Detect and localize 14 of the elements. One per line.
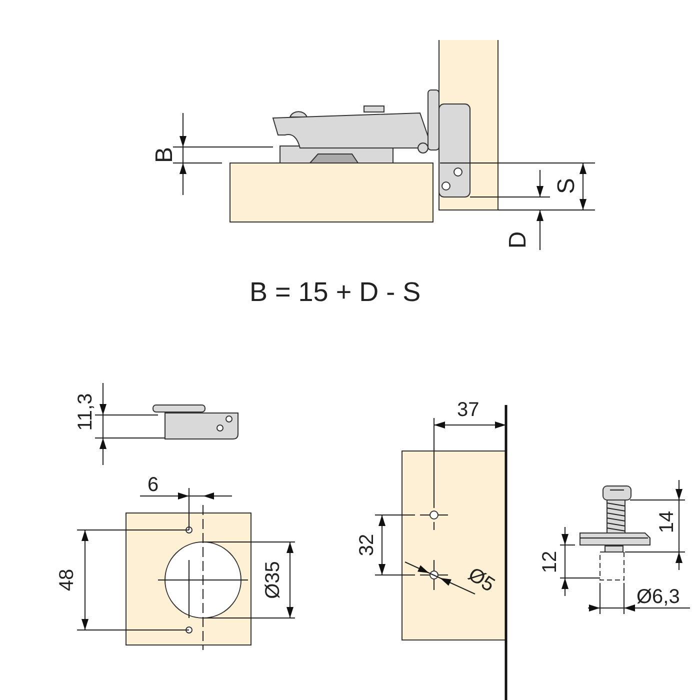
dimension-label: 12 — [540, 550, 560, 574]
dimension-label: 32 — [357, 534, 378, 556]
dimension-label: 11,3 — [75, 393, 96, 431]
dimension-label: 6 — [148, 475, 159, 495]
dimension-label: 37 — [457, 400, 480, 420]
dimension-label: Ø35 — [262, 561, 283, 599]
dimension-label: Ø5 — [464, 564, 498, 596]
dimension-label: Ø6,3 — [636, 587, 680, 607]
dimension-label: 48 — [57, 568, 78, 592]
dimension-label: D — [506, 231, 530, 249]
dimension-label: B — [153, 147, 177, 163]
dimension-label: S — [555, 178, 579, 194]
dimension-label: 14 — [657, 510, 678, 534]
formula-text: B = 15 + D - S — [250, 278, 421, 306]
